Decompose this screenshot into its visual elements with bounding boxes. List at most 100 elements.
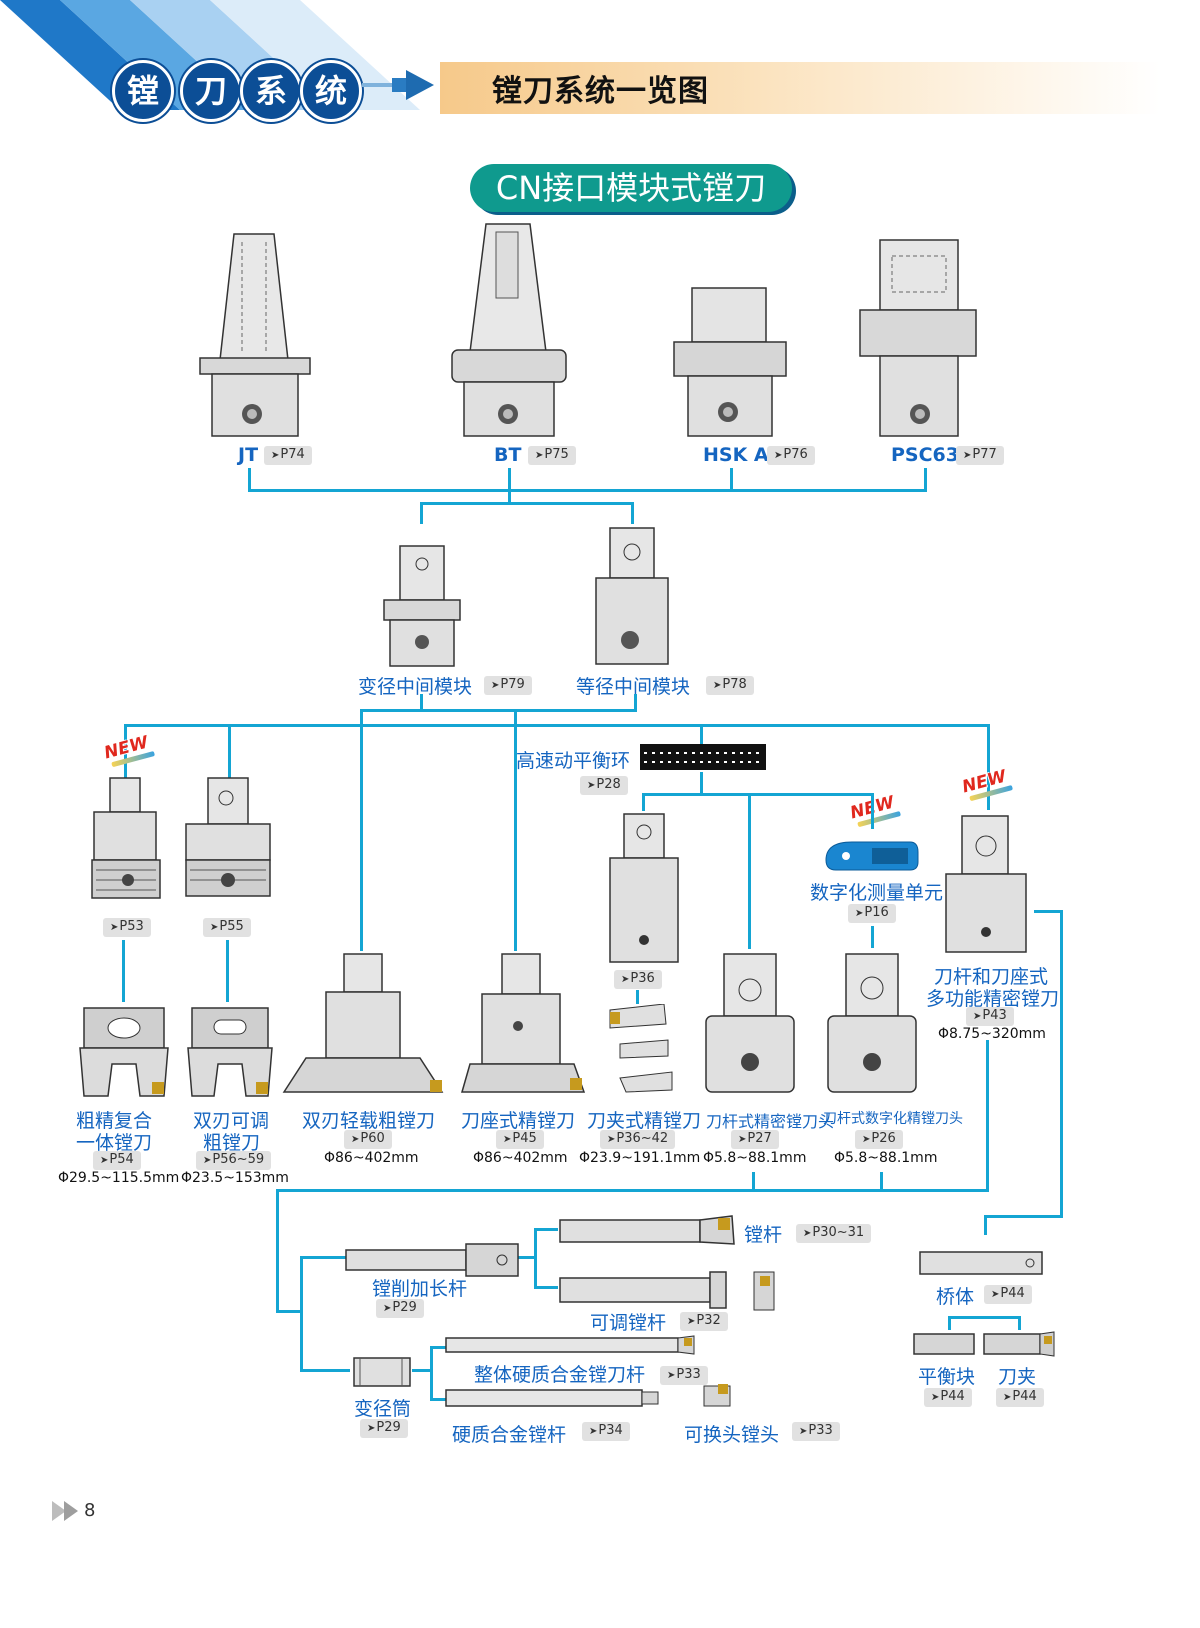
twin-adjust-upper-ref[interactable]: P55: [203, 918, 251, 937]
boring-bar-label: 镗杆: [744, 1224, 783, 1246]
bridge-image: [919, 1251, 1043, 1275]
header-char-4: 统: [300, 60, 362, 122]
holder-psc63-ref[interactable]: P77: [956, 446, 1004, 465]
full-carbide-bar-image: [445, 1335, 695, 1355]
adjustable-bar-image: [559, 1271, 775, 1311]
holder-jt-ref[interactable]: P74: [264, 446, 312, 465]
adjustable-bar-ref[interactable]: P32: [680, 1312, 728, 1331]
bt-holder-image: [451, 223, 567, 437]
equal-module-ref[interactable]: P78: [706, 676, 754, 695]
holder-hsk-label: HSK A: [703, 444, 769, 466]
tool-4-dim: Φ86~402mm: [473, 1150, 568, 1166]
sleeve-image: [353, 1357, 411, 1387]
extension-ref[interactable]: P29: [376, 1299, 424, 1318]
holder-bt-label: BT: [494, 444, 522, 466]
tool-3-ref[interactable]: P60: [344, 1130, 392, 1149]
tool-1-dim: Φ29.5~115.5mm: [58, 1170, 180, 1186]
header-char-1: 镗: [112, 60, 174, 122]
tool-2-dim: Φ23.5~153mm: [181, 1170, 289, 1186]
reducing-module-ref[interactable]: P79: [484, 676, 532, 695]
tool-3-label: 双刃轻载粗镗刀: [302, 1110, 436, 1132]
tool-5-ref[interactable]: P36~42: [600, 1130, 676, 1149]
new-badge-3: NEW: [960, 766, 1009, 798]
holder-psc63-label: PSC63: [891, 444, 959, 466]
sleeve-label: 变径筒: [354, 1398, 412, 1420]
section-title: CN接口模块式镗刀: [470, 164, 792, 212]
exchangeable-head-label: 可换头镗头: [684, 1424, 780, 1446]
multi-tool-ref[interactable]: P43: [966, 1007, 1014, 1026]
tool-7-label: 刀杆式数字化精镗刀头: [823, 1111, 963, 1127]
page-number: 8: [84, 1500, 96, 1521]
clamp-ref[interactable]: P44: [996, 1388, 1044, 1407]
extension-image: [345, 1243, 519, 1277]
carbide-bar-ref[interactable]: P34: [582, 1422, 630, 1441]
page-title: 镗刀系统一览图: [492, 74, 709, 109]
bridge-label: 桥体: [936, 1286, 975, 1308]
bridge-ref[interactable]: P44: [984, 1285, 1032, 1304]
boring-bar-ref[interactable]: P30~31: [796, 1224, 872, 1243]
psc63-holder-image: [859, 239, 977, 437]
multi-tool-label-2: 多功能精密镗刀: [926, 988, 1060, 1010]
tool-2-ref[interactable]: P56~59: [196, 1151, 272, 1170]
tool-5-dim: Φ23.9~191.1mm: [579, 1150, 701, 1166]
carbide-bar-label: 硬质合金镗杆: [452, 1424, 567, 1446]
bar-fine-head-image: [705, 953, 795, 1093]
tool-1-ref[interactable]: P54: [93, 1151, 141, 1170]
page-arrow-icon-2: [64, 1501, 78, 1521]
digital-unit-image: [825, 841, 919, 871]
carbide-bar-image: [445, 1389, 659, 1407]
balance-block-image: [913, 1333, 975, 1355]
bar-digital-head-image: [827, 953, 917, 1093]
holder-bt-ref[interactable]: P75: [528, 446, 576, 465]
header-char-2: 刀: [180, 60, 242, 122]
reducing-module-label: 变径中间模块: [358, 676, 473, 698]
twin-adjust-body-image: [185, 777, 271, 897]
clamp-image: [983, 1331, 1055, 1357]
multi-tool-dim: Φ8.75~320mm: [938, 1026, 1046, 1042]
equal-module-label: 等径中间模块: [576, 676, 691, 698]
page-arrow-icon: [52, 1501, 66, 1521]
header-title-bar: [440, 62, 1160, 114]
reducing-module-image: [383, 545, 461, 667]
header-char-3: 系: [240, 60, 302, 122]
tool-2-label-2: 粗镗刀: [203, 1132, 261, 1154]
adjustable-bar-label: 可调镗杆: [590, 1312, 667, 1334]
tool-6-ref[interactable]: P27: [731, 1130, 779, 1149]
tool-3-dim: Φ86~402mm: [324, 1150, 419, 1166]
seat-fine-image: [461, 953, 586, 1093]
holder-jt-label: JT: [238, 444, 259, 466]
twin-light-rough-image: [282, 953, 444, 1093]
arrow-right-icon: [362, 70, 434, 100]
tool-5-label: 刀夹式精镗刀: [587, 1110, 702, 1132]
multi-tool-body-image: [945, 815, 1027, 953]
new-badge-1: NEW: [102, 732, 151, 764]
tool-4-ref[interactable]: P45: [496, 1130, 544, 1149]
exchangeable-head-image: [703, 1384, 731, 1407]
balance-block-ref[interactable]: P44: [924, 1388, 972, 1407]
twin-adjust-head-image: [187, 1007, 273, 1097]
digital-unit-label: 数字化测量单元: [810, 882, 944, 904]
holder-hsk-ref[interactable]: P76: [767, 446, 815, 465]
rough-combo-head-image: [79, 1007, 169, 1097]
jt-holder-image: [199, 233, 311, 437]
multi-tool-label-1: 刀杆和刀座式: [934, 966, 1049, 988]
rough-combo-body-image: [91, 777, 161, 899]
tool-4-label: 刀座式精镗刀: [461, 1110, 576, 1132]
rough-combo-upper-ref[interactable]: P53: [103, 918, 151, 937]
cartridge-inserts-image: [609, 1004, 673, 1093]
tool-6-label: 刀杆式精密镗刀头: [706, 1112, 835, 1131]
balance-ring-ref[interactable]: P28: [580, 776, 628, 795]
tool-7-ref[interactable]: P26: [855, 1130, 903, 1149]
digital-unit-ref[interactable]: P16: [848, 904, 896, 923]
tool-7-dim: Φ5.8~88.1mm: [834, 1150, 938, 1166]
tool-1-label-1: 粗精复合: [76, 1110, 153, 1132]
exchangeable-head-ref[interactable]: P33: [792, 1422, 840, 1441]
cartridge-fine-upper-ref[interactable]: P36: [614, 970, 662, 989]
tool-2-label-1: 双刃可调: [193, 1110, 270, 1132]
hsk-holder-image: [673, 287, 787, 437]
full-carbide-bar-ref[interactable]: P33: [660, 1366, 708, 1385]
clamp-label: 刀夹: [998, 1366, 1037, 1388]
sleeve-ref[interactable]: P29: [360, 1419, 408, 1438]
equal-module-image: [595, 527, 669, 665]
full-carbide-bar-label: 整体硬质合金镗刀杆: [474, 1364, 646, 1386]
